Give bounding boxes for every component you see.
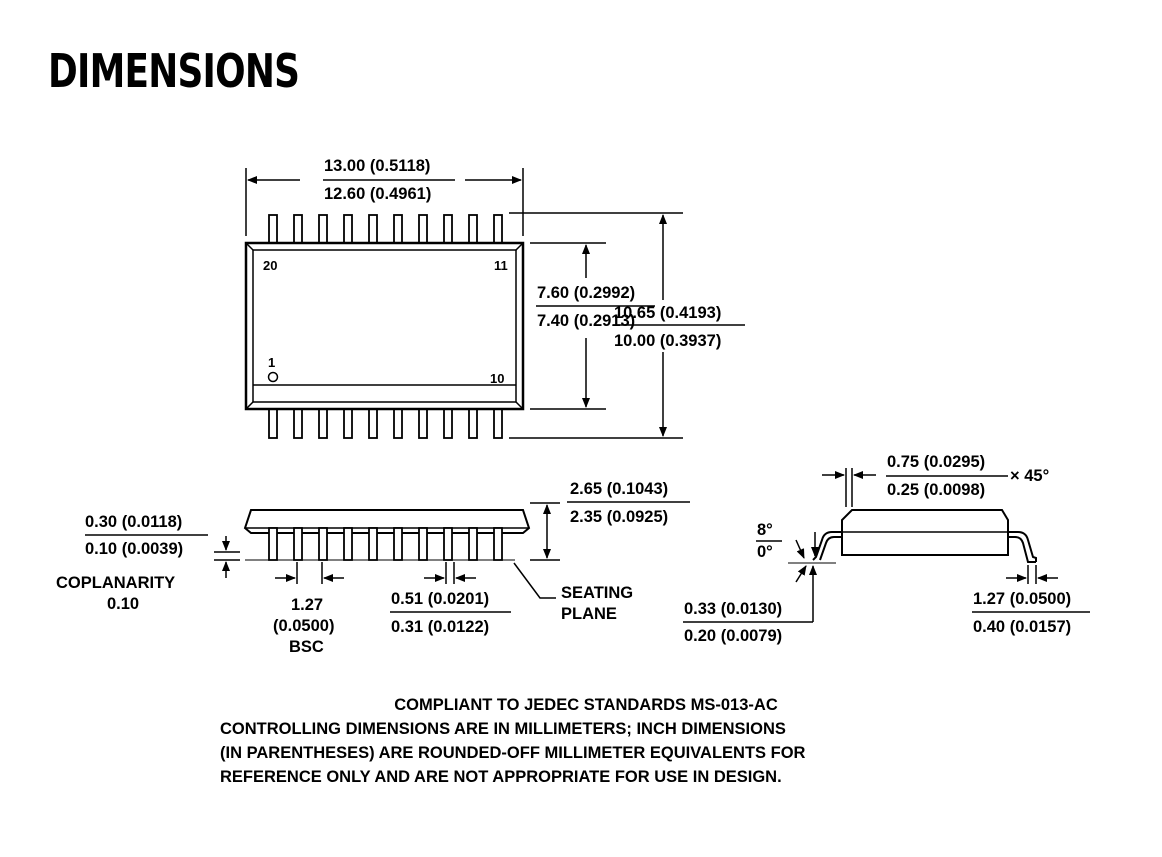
length-min-label: 12.60 (0.4961) [324, 185, 431, 203]
overall-width-min-label: 10.00 (0.3937) [614, 332, 721, 350]
side-lead [418, 527, 428, 561]
end-view [683, 468, 1090, 623]
top-lead [418, 214, 428, 244]
top-lead [393, 214, 403, 244]
top-lead [468, 214, 478, 244]
lead-width-max-label: 0.51 (0.0201) [391, 590, 489, 608]
pin20-label: 20 [263, 258, 277, 273]
package-body-inner [252, 249, 517, 403]
coplanarity-max-label: 0.30 (0.0118) [85, 513, 182, 531]
pin1-indicator [267, 371, 279, 383]
lead-width-min-label: 0.31 (0.0122) [391, 618, 489, 636]
height-max-label: 2.65 (0.1043) [570, 480, 668, 498]
end-left-lead [812, 531, 842, 561]
top-lead [443, 214, 453, 244]
height-min-label: 2.35 (0.0925) [570, 508, 668, 526]
top-lead [318, 214, 328, 244]
overall-width-max-label: 10.65 (0.4193) [614, 304, 721, 322]
pitch-inch-label: (0.0500) [273, 617, 334, 635]
bottom-lead [443, 408, 453, 439]
top-lead [493, 214, 503, 244]
bottom-lead [293, 408, 303, 439]
controlling-note-1: CONTROLLING DIMENSIONS ARE IN MILLIMETER… [220, 720, 786, 738]
side-lead [443, 527, 453, 561]
side-lead [493, 527, 503, 561]
foot-min-label: 0.40 (0.0157) [973, 618, 1071, 636]
page-title: DIMENSIONS [48, 44, 300, 98]
end-right-lead [1008, 531, 1037, 562]
top-view-top-leads [268, 214, 503, 244]
lead-thickness-max-label: 0.33 (0.0130) [684, 600, 782, 618]
bottom-lead [268, 408, 278, 439]
top-lead [268, 214, 278, 244]
bottom-lead [343, 408, 353, 439]
side-lead [318, 527, 328, 561]
side-lead [368, 527, 378, 561]
body-width-min-label: 7.40 (0.2913) [537, 312, 635, 330]
angle-arrow-bottom [795, 565, 807, 583]
angle-arrow-top [795, 539, 805, 559]
side-lead [393, 527, 403, 561]
side-lead [343, 527, 353, 561]
angle-min-label: 0° [757, 543, 773, 561]
chamfer-max-label: 0.75 (0.0295) [887, 453, 985, 471]
seating-plane-leader [513, 562, 556, 599]
side-view [85, 501, 690, 613]
lead-thickness-min-label: 0.20 (0.0079) [684, 627, 782, 645]
bottom-lead [368, 408, 378, 439]
angle-max-label: 8° [757, 521, 773, 539]
coplanarity-label: COPLANARITY [56, 574, 175, 592]
controlling-note-3: REFERENCE ONLY AND ARE NOT APPROPRIATE F… [220, 768, 782, 786]
controlling-note-2: (IN PARENTHESES) ARE ROUNDED-OFF MILLIME… [220, 744, 806, 762]
chamfer-min-label: 0.25 (0.0098) [887, 481, 985, 499]
jedec-note: COMPLIANT TO JEDEC STANDARDS MS-013-AC [394, 696, 778, 714]
pin11-label: 11 [494, 258, 508, 273]
side-lead [268, 527, 278, 561]
side-body-outline [243, 509, 531, 534]
bottom-lead [468, 408, 478, 439]
side-lead [468, 527, 478, 561]
pitch-bsc-label: BSC [289, 638, 324, 656]
coplanarity-value: 0.10 [107, 595, 139, 613]
top-view [244, 168, 745, 439]
top-lead [368, 214, 378, 244]
notes: COMPLIANT TO JEDEC STANDARDS MS-013-AC C… [0, 693, 1162, 789]
pin10-label: 10 [490, 371, 504, 386]
pin1-label: 1 [268, 355, 275, 370]
coplanarity-min-label: 0.10 (0.0039) [85, 540, 183, 558]
body-width-max-label: 7.60 (0.2992) [537, 284, 635, 302]
side-lead [293, 527, 303, 561]
foot-max-label: 1.27 (0.0500) [973, 590, 1071, 608]
top-lead [293, 214, 303, 244]
length-max-label: 13.00 (0.5118) [324, 157, 430, 175]
seating-plane-label-1: SEATING [561, 584, 633, 602]
bottom-lead [318, 408, 328, 439]
side-view-leads [268, 527, 503, 561]
seating-plane-label-2: PLANE [561, 605, 617, 623]
package-body-outline [244, 241, 525, 411]
pitch-label: 1.27 [291, 596, 323, 614]
chamfer-angle-label: × 45° [1010, 467, 1049, 485]
top-view-bottom-leads [268, 408, 503, 439]
bottom-lead [393, 408, 403, 439]
bottom-lead [493, 408, 503, 439]
bottom-lead [418, 408, 428, 439]
top-lead [343, 214, 353, 244]
